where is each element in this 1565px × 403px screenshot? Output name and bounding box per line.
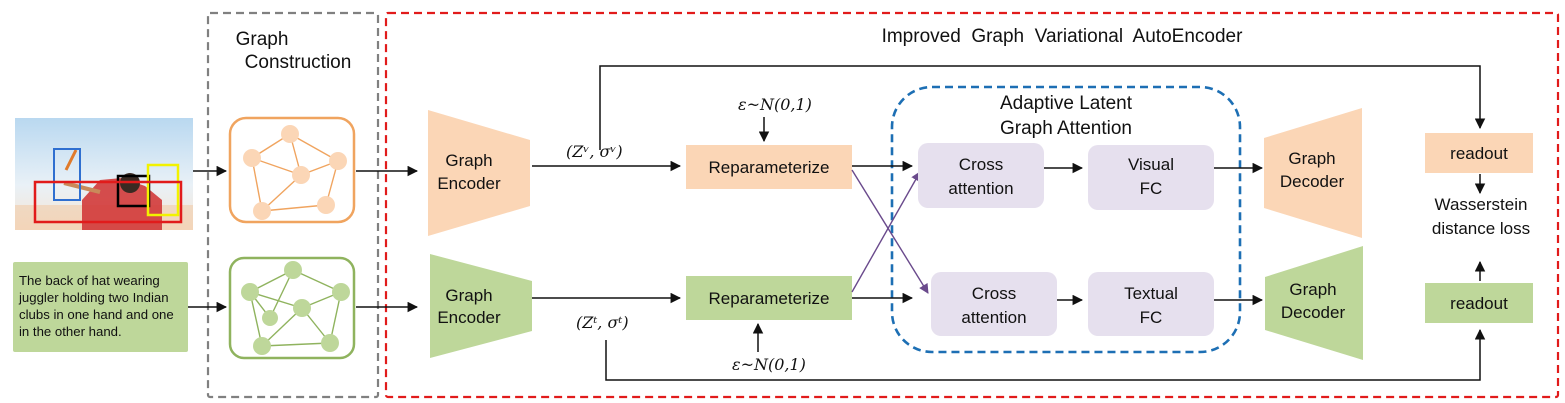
text-latent-label: (Zᵗ, σᵗ) [576,313,629,332]
visual-decoder-label-2: Decoder [1280,172,1345,191]
attention-title-line1: Adaptive Latent [1000,93,1133,114]
loss-label-1: Wasserstein [1435,195,1528,214]
text-graph [228,256,356,360]
visual-skip-connection [599,65,1486,150]
text-skip-connection [605,328,1486,381]
visual-cross-label-1: Cross [959,155,1003,174]
visual-encoder-label-2: Encoder [437,174,501,193]
visual-latent-label: (Zᵛ, σᵛ) [566,142,623,161]
graph-construction-title-line2: Construction [245,52,352,73]
visual-fc-box [1088,145,1214,210]
text-fc-box [1088,272,1214,336]
visual-graph-encoder [428,110,530,236]
text-reparameterize-label: Reparameterize [709,289,830,308]
text-fc-label-1: Textual [1124,284,1178,303]
visual-cross-label-2: attention [948,179,1013,198]
visual-readout-label: readout [1450,144,1508,163]
text-graph-encoder [430,254,532,358]
visual-cross-attention-box [918,143,1044,208]
text-encoder-label-1: Graph [445,286,492,305]
text-cross-label-1: Cross [972,284,1016,303]
text-graph-decoder [1265,246,1363,360]
graph-construction-region [206,11,380,399]
text-to-visual-cross-arrow [851,171,921,293]
visual-to-text-cross-arrow [851,169,929,294]
input-image [15,118,193,230]
text-decoder-label-1: Graph [1289,280,1336,299]
text-noise-label: ε~N(0,1) [732,355,806,374]
text-encoder-label-2: Encoder [437,308,501,327]
graph-construction-title-line1: Graph [236,29,289,50]
input-caption: The back of hat wearing juggler holding … [13,262,188,352]
text-readout-box [1425,283,1533,323]
attention-title-line2: Graph Attention [1000,118,1132,139]
visual-fc-label-2: FC [1140,179,1163,198]
visual-decoder-label-1: Graph [1288,149,1335,168]
visual-graph [228,116,356,224]
visual-encoder-label-1: Graph [445,151,492,170]
text-fc-label-2: FC [1140,308,1163,327]
loss-label-2: distance loss [1432,219,1530,238]
text-reparameterize-box [686,276,852,320]
text-cross-attention-box [931,272,1057,336]
gvae-title: Improved Graph Variational AutoEncoder [882,26,1244,47]
text-cross-label-2: attention [961,308,1026,327]
visual-readout-box [1425,133,1533,173]
visual-reparameterize-label: Reparameterize [709,158,830,177]
adaptive-attention-region [890,85,1242,354]
visual-reparameterize-box [686,145,852,189]
text-decoder-label-2: Decoder [1281,303,1346,322]
gvae-region [384,11,1560,399]
visual-graph-decoder [1264,108,1362,238]
visual-fc-label-1: Visual [1128,155,1174,174]
text-readout-label: readout [1450,294,1508,313]
visual-noise-label: ε~N(0,1) [738,95,812,114]
